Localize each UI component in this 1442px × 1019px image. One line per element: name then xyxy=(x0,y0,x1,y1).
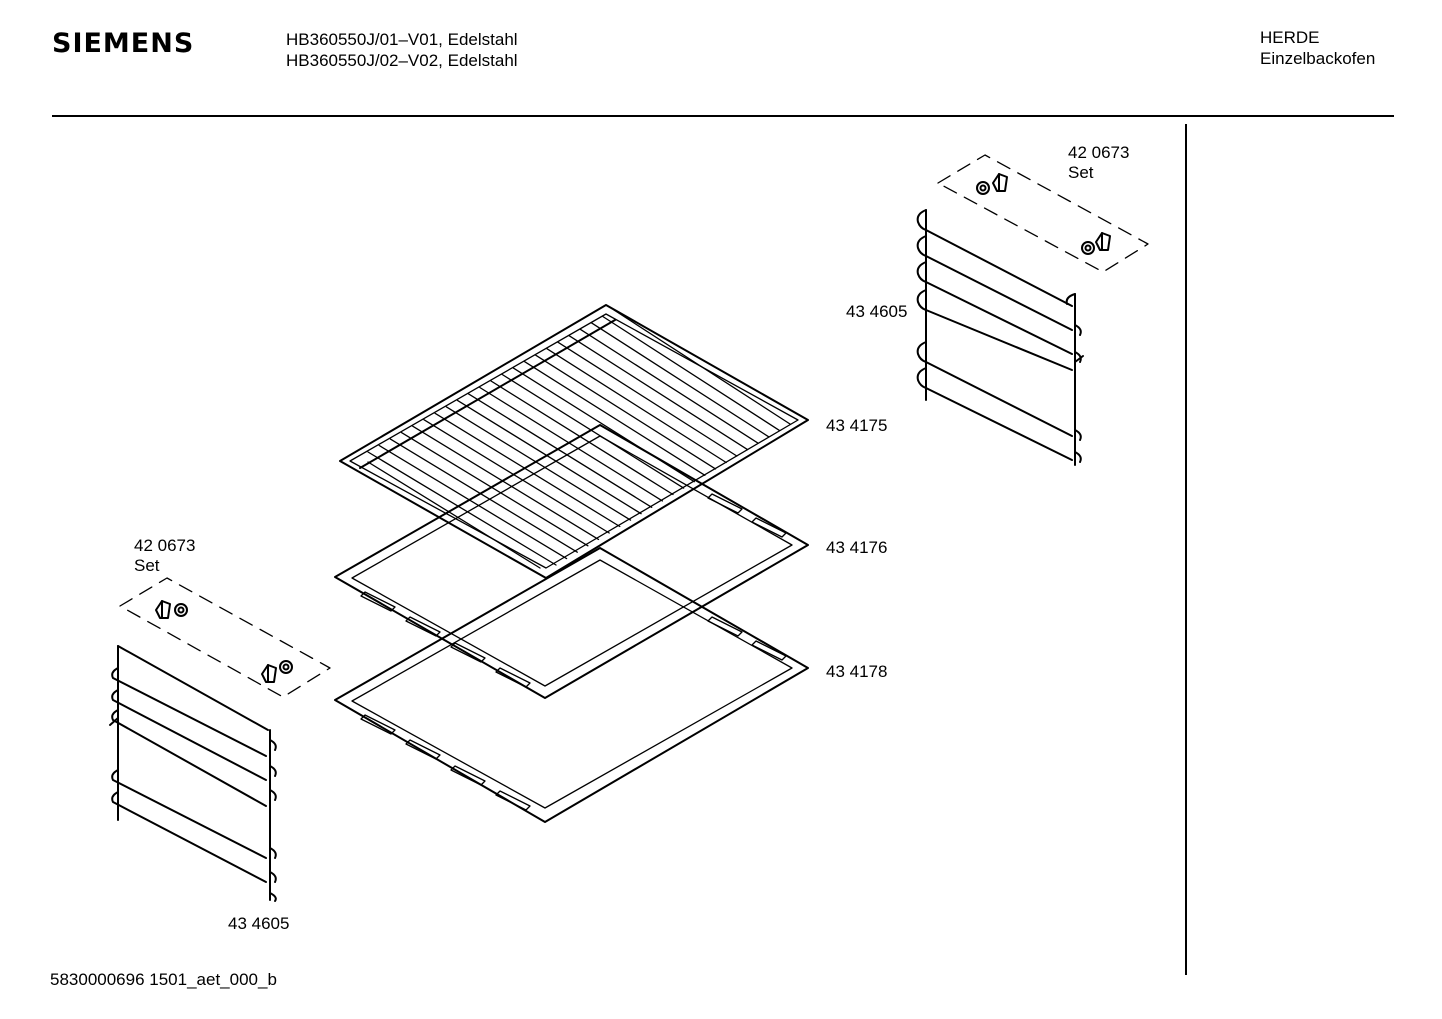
grid-wire xyxy=(479,386,664,502)
baking-tray-flat xyxy=(334,424,809,699)
part-label-rails-left: 43 4605 xyxy=(228,914,290,933)
grid-wire xyxy=(613,309,791,425)
grid-wire xyxy=(490,380,674,496)
grid-wire xyxy=(590,322,770,438)
grid-wire xyxy=(445,406,632,521)
tray-slots xyxy=(360,493,787,688)
grid-wire xyxy=(546,348,727,464)
grid-wire xyxy=(557,341,738,457)
shelf-rails-left xyxy=(109,645,277,902)
grid-wire xyxy=(535,354,717,470)
grid-wire xyxy=(367,451,557,566)
clip-icon xyxy=(155,600,188,619)
header-divider xyxy=(52,115,1394,117)
grid-wire xyxy=(467,393,653,508)
subcategory-title: Einzelbackofen xyxy=(1260,49,1376,68)
grid-wire xyxy=(523,360,706,476)
grid-wire xyxy=(579,328,759,444)
grid-wire xyxy=(434,412,621,528)
grid-wire xyxy=(412,425,600,541)
part-number: 42 0673 xyxy=(134,536,196,555)
grid-wire xyxy=(389,438,578,553)
part-label-tray-deep: 43 4178 xyxy=(826,662,888,681)
clip-icon xyxy=(261,660,293,683)
grid-wire xyxy=(423,419,610,534)
set-box-top xyxy=(937,154,1149,273)
model-line-1: HB360550J/01–V01, Edelstahl xyxy=(286,30,518,49)
part-number: 42 0673 xyxy=(1068,143,1130,162)
side-divider xyxy=(1185,124,1187,975)
shelf-rails-right xyxy=(916,209,1084,466)
category-block: HERDE Einzelbackofen xyxy=(1260,27,1375,69)
oven-grid-rack xyxy=(339,304,809,579)
part-label-set-left: 42 0673 Set xyxy=(134,536,195,576)
grid-wire xyxy=(602,315,781,432)
grid-wire-bars xyxy=(367,309,791,566)
part-note: Set xyxy=(134,556,160,575)
category-title: HERDE xyxy=(1260,28,1320,47)
part-label-rails-right: 43 4605 xyxy=(846,302,908,321)
part-label-tray-flat: 43 4176 xyxy=(826,538,888,557)
tray-slots xyxy=(360,616,787,811)
model-list: HB360550J/01–V01, Edelstahl HB360550J/02… xyxy=(286,29,518,71)
baking-tray-deep xyxy=(334,547,809,823)
clip-icon xyxy=(976,173,1008,195)
part-note: Set xyxy=(1068,163,1094,182)
model-line-2: HB360550J/02–V02, Edelstahl xyxy=(286,51,518,70)
drawing-code: 5830000696 1501_aet_000_b xyxy=(50,970,277,989)
grid-wire xyxy=(501,373,685,489)
grid-wire xyxy=(456,399,642,515)
set-box-left xyxy=(119,577,331,698)
part-label-set-top: 42 0673 Set xyxy=(1068,143,1129,183)
grid-wire xyxy=(400,431,589,547)
part-label-grid: 43 4175 xyxy=(826,416,888,435)
brand-logo: SIEMENS xyxy=(52,28,195,59)
grid-wire xyxy=(568,335,749,451)
grid-wire xyxy=(378,444,568,560)
clip-icon xyxy=(1081,232,1111,255)
